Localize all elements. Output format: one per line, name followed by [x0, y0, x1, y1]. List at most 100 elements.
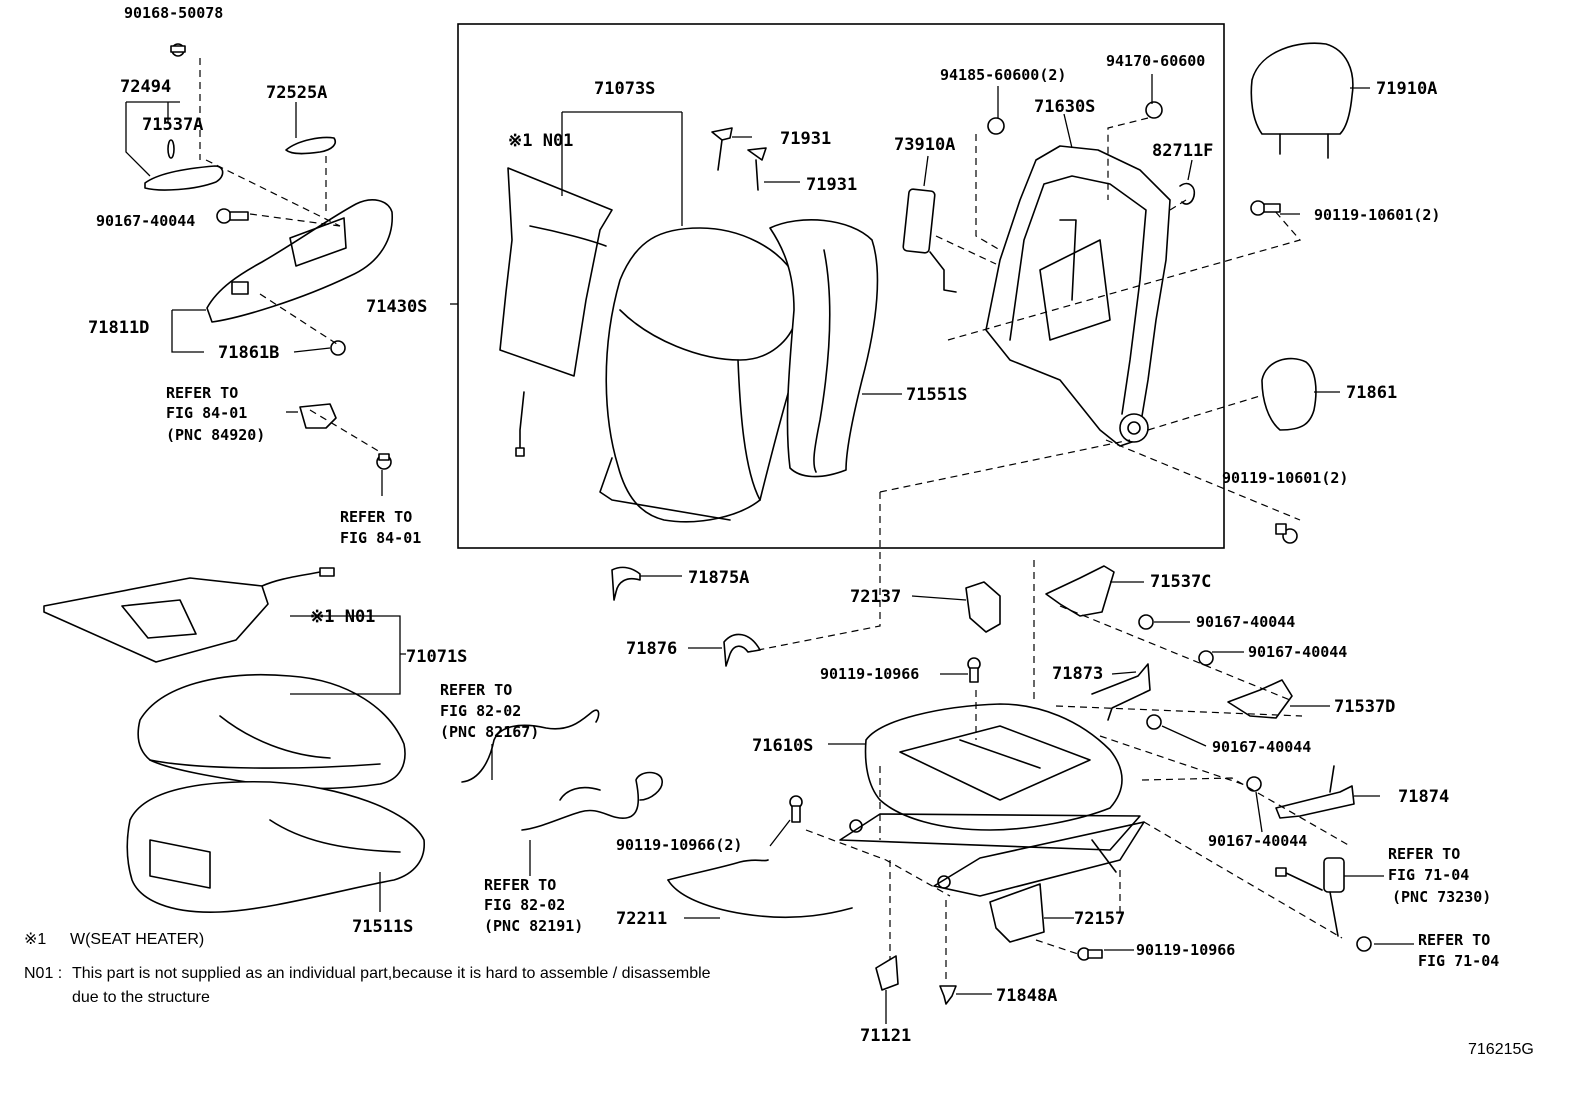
label-71848a: 71848A [996, 986, 1057, 1006]
label-refer-7104-b-1: REFER TO [1418, 931, 1490, 949]
label-90167-40044-armrest: 90167-40044 [96, 212, 195, 230]
harness-82191-icon [521, 771, 663, 831]
part-labels: 90168-50078 72494 71537A 72525A 90167-40… [88, 4, 1499, 1046]
escutcheon-72525a-icon [285, 136, 336, 155]
heater-mat-cushion-icon [43, 577, 269, 663]
note2-line2: due to the structure [72, 989, 210, 1006]
armrest-group [144, 43, 393, 470]
label-72211: 72211 [616, 909, 667, 929]
bolt-90119-10601-a-icon [1250, 200, 1281, 216]
seatback-pad-71551s-icon [769, 219, 879, 478]
label-90167-40044-c: 90167-40044 [1248, 643, 1347, 661]
seatback-frame-71630s-icon [985, 145, 1171, 447]
label-71537c: 71537C [1150, 572, 1211, 592]
assembly-dashed-lines [199, 58, 1351, 980]
label-71873: 71873 [1052, 664, 1103, 684]
seat-rail-right-icon [933, 821, 1145, 897]
airbag-73910a-icon [902, 188, 936, 254]
nut-94170-icon [1145, 101, 1163, 119]
label-refer-8401-a-3: (PNC 84920) [166, 426, 265, 444]
recliner-knob-icon [1119, 413, 1149, 443]
bolt-90167-c-icon [1146, 714, 1162, 730]
label-71876: 71876 [626, 639, 677, 659]
seat-track-group [611, 565, 1372, 1005]
label-refer-8202-a-3: (PNC 82167) [440, 723, 539, 741]
connector-84920-icon [299, 403, 337, 429]
footnotes: ※1 W(SEAT HEATER) N01 : This part is not… [24, 931, 1534, 1058]
figure-code: 716215G [1468, 1041, 1534, 1058]
label-71537d: 71537D [1334, 697, 1395, 717]
label-71511s: 71511S [352, 917, 413, 937]
cover-72137-icon [965, 581, 1001, 633]
cushion-cover-71071s-icon [137, 673, 406, 790]
seat-frame-71610s-icon [864, 703, 1123, 831]
bolt-90119-10601-b-icon [1275, 523, 1298, 544]
seatback-internals [499, 101, 1196, 523]
label-refer-8202-b-1: REFER TO [484, 876, 556, 894]
label-71121: 71121 [860, 1026, 911, 1046]
label-90168-50078: 90168-50078 [124, 4, 223, 22]
label-90119-10966-c: 90119-10966 [1136, 941, 1235, 959]
stud-71931-b-icon [747, 147, 767, 161]
label-note-n01-back: ※1 N01 [508, 131, 573, 151]
label-note-n01-cushion: ※1 N01 [310, 607, 375, 627]
label-refer-8401-a-2: FIG 84-01 [166, 404, 247, 422]
stud-71931-a-icon [711, 127, 733, 141]
label-94170-60600: 94170-60600 [1106, 52, 1205, 70]
label-71430s: 71430S [366, 297, 427, 317]
seat-rail-left-icon [839, 813, 1141, 851]
headrest-guide-71861-icon [1261, 357, 1317, 431]
clip-71876-icon [723, 633, 761, 667]
bolt-90167-icon [216, 208, 249, 224]
heater-mat-back-icon [499, 167, 613, 377]
leader-lines [125, 74, 1414, 1024]
seat-cushion-group [43, 567, 425, 913]
armrest-71811d-icon [206, 199, 393, 323]
bolt-90167-a-icon [1138, 614, 1154, 630]
cover-71537a-icon [144, 165, 224, 191]
note2-mark: N01 : [24, 965, 62, 982]
label-refer-8202-a-2: FIG 82-02 [440, 702, 521, 720]
label-71537a: 71537A [142, 115, 203, 135]
bracket-71874-icon [1275, 785, 1355, 819]
cover-71537d-icon [1227, 679, 1293, 719]
bolt-90167-d-icon [1246, 776, 1262, 792]
label-90167-40044-b: 90167-40044 [1196, 613, 1295, 631]
label-72494: 72494 [120, 77, 171, 97]
bolt-fig8401-icon [376, 453, 392, 470]
screw-90168-icon [170, 43, 186, 57]
belt-buckle-73230-icon [1323, 857, 1345, 893]
label-71931-b: 71931 [806, 175, 857, 195]
label-90119-10966-2: 90119-10966(2) [616, 836, 742, 854]
label-71874: 71874 [1398, 787, 1449, 807]
label-72157: 72157 [1074, 909, 1125, 929]
label-71630s: 71630S [1034, 97, 1095, 117]
clip-72494-icon [167, 139, 175, 159]
label-90167-40044-e: 90167-40044 [1208, 832, 1307, 850]
bracket-71873-icon [1091, 663, 1151, 721]
bolt-90167-b-icon [1198, 650, 1214, 666]
label-refer-8202-b-3: (PNC 82191) [484, 917, 583, 935]
harness-82167-icon [461, 709, 600, 783]
label-refer-7104-a-3: (PNC 73230) [1392, 888, 1491, 906]
label-71071s: 71071S [406, 647, 467, 667]
headrest-71910a-icon [1250, 42, 1354, 135]
label-71610s: 71610S [752, 736, 813, 756]
label-90119-10601-b: 90119-10601(2) [1222, 469, 1348, 487]
label-refer-8401-b-2: FIG 84-01 [340, 529, 421, 547]
label-71861b: 71861B [218, 343, 279, 363]
label-refer-8202-b-2: FIG 82-02 [484, 896, 565, 914]
cover-71537c-icon [1045, 565, 1115, 617]
label-refer-7104-a-1: REFER TO [1388, 845, 1460, 863]
note2-line1: This part is not supplied as an individu… [72, 965, 711, 982]
clip-71875a-icon [611, 566, 641, 601]
armrest-switch-icon [231, 281, 249, 295]
seatback-cover-71073s-icon [605, 227, 804, 523]
label-90167-40044-d: 90167-40044 [1212, 738, 1311, 756]
label-73910a: 73910A [894, 135, 955, 155]
label-refer-7104-a-2: FIG 71-04 [1388, 866, 1469, 884]
label-90119-10966-a: 90119-10966 [820, 665, 919, 683]
nut-94185-icon [987, 117, 1005, 135]
